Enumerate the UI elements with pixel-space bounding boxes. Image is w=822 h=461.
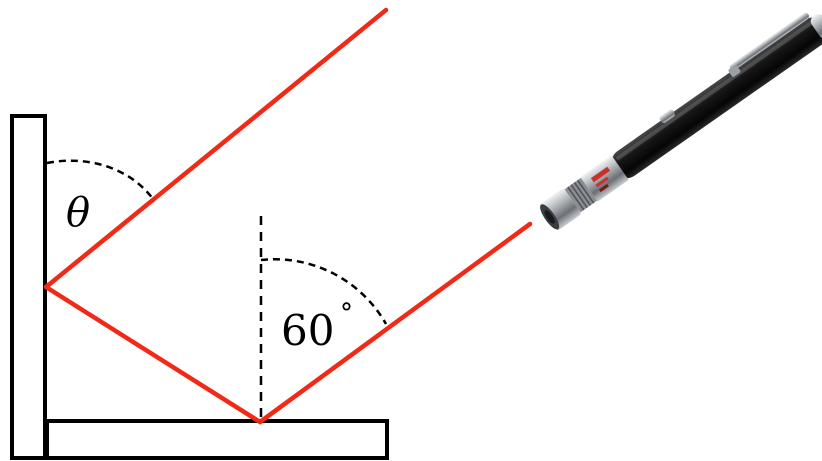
- second-reflected-beam: [43, 7, 389, 290]
- vertical-mirror: [10, 114, 47, 460]
- incident-angle-arc: [260, 258, 388, 325]
- incident-angle-label: 60: [281, 306, 334, 355]
- laser-pointer-icon: [540, 12, 822, 230]
- theta-angle-arc: [46, 159, 155, 200]
- theta-label: θ: [66, 190, 90, 236]
- degree-symbol: °: [340, 299, 353, 329]
- first-reflected-beam: [43, 284, 263, 425]
- incident-beam: [257, 221, 533, 425]
- horizontal-mirror: [45, 419, 389, 460]
